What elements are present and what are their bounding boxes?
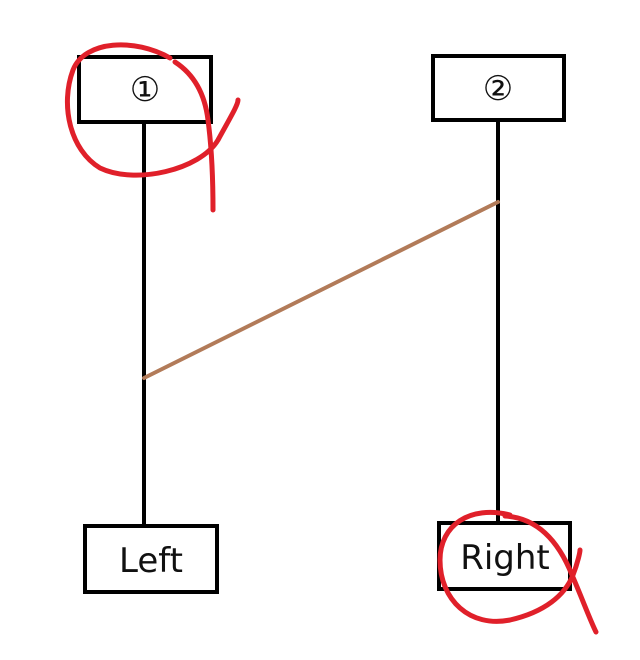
top-right-box: ② (431, 54, 566, 122)
top-left-label: ① (130, 70, 160, 110)
red-circle-annotation-top (64, 42, 241, 213)
crossbar-line (142, 200, 500, 380)
bottom-right-label: Right (460, 538, 550, 578)
bottom-left-label: Left (119, 541, 183, 581)
top-right-label: ② (483, 69, 513, 109)
red-circle-annotation-bottom (437, 509, 599, 635)
top-left-box: ① (77, 55, 213, 124)
bottom-left-box: Left (83, 524, 219, 594)
bottom-right-box: Right (437, 521, 572, 591)
